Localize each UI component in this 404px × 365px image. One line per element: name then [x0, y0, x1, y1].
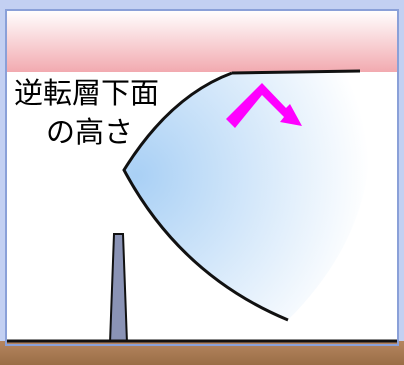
panel-border [5, 9, 399, 346]
chimney-icon [108, 233, 129, 344]
inversion-layer-band [6, 10, 398, 72]
inversion-base-height-label-line2: の高さ [46, 115, 133, 149]
smoke-plume [124, 71, 370, 320]
down-right-bent-arrow-icon [226, 83, 302, 128]
plume-outline [122, 71, 289, 322]
inversion-base-height-label-line1: 逆転層下面 [14, 76, 159, 110]
inversion-base-line [231, 69, 361, 75]
